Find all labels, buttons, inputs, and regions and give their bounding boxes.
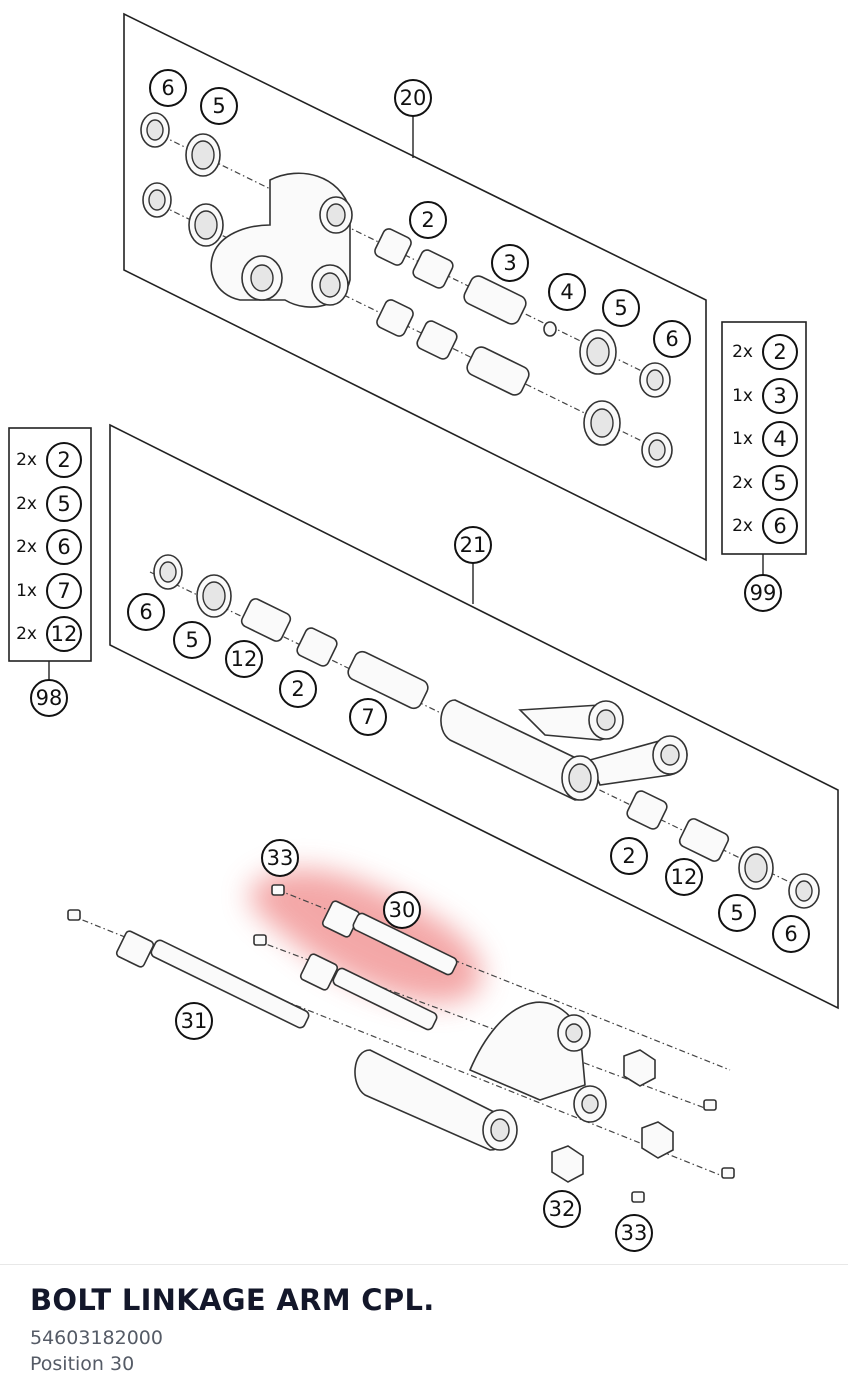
callout-5[interactable]: 5 xyxy=(602,289,640,327)
kit-98-qty-1: 2x xyxy=(16,450,37,470)
callout-98[interactable]: 98 xyxy=(30,679,68,717)
kit-98-part-3: 6 xyxy=(46,529,82,565)
kit-99-qty-5: 2x xyxy=(732,516,753,536)
svg-text:33: 33 xyxy=(267,846,294,870)
svg-text:7: 7 xyxy=(57,579,70,603)
kit-98-part-2: 5 xyxy=(46,486,82,522)
svg-text:2: 2 xyxy=(773,340,786,364)
svg-text:5: 5 xyxy=(57,492,70,516)
svg-text:2: 2 xyxy=(421,208,434,232)
callout-5[interactable]: 5 xyxy=(718,894,756,932)
part-number: 54603182000 xyxy=(30,1327,163,1349)
callout-4[interactable]: 4 xyxy=(548,273,586,311)
svg-text:7: 7 xyxy=(361,705,374,729)
svg-text:30: 30 xyxy=(389,898,416,922)
callout-2[interactable]: 2 xyxy=(610,837,648,875)
callout-3[interactable]: 3 xyxy=(491,244,529,282)
kit-98-qty-4: 1x xyxy=(16,581,37,601)
kit-99-part-3: 4 xyxy=(762,421,798,457)
callout-2[interactable]: 2 xyxy=(279,670,317,708)
callout-12[interactable]: 12 xyxy=(225,640,263,678)
panel-21 xyxy=(109,423,839,1010)
part-info-footer: BOLT LINKAGE ARM CPL. 54603182000 Positi… xyxy=(0,1264,848,1391)
svg-text:4: 4 xyxy=(773,427,786,451)
svg-text:12: 12 xyxy=(231,647,258,671)
svg-text:5: 5 xyxy=(730,901,743,925)
kit-99-qty-1: 2x xyxy=(732,342,753,362)
kit-99-qty-3: 1x xyxy=(732,429,753,449)
svg-text:98: 98 xyxy=(36,686,63,710)
svg-text:2: 2 xyxy=(57,448,70,472)
svg-text:6: 6 xyxy=(161,76,174,100)
svg-text:6: 6 xyxy=(665,327,678,351)
panel-20 xyxy=(123,12,707,562)
svg-text:5: 5 xyxy=(212,94,225,118)
svg-text:99: 99 xyxy=(750,581,777,605)
svg-text:12: 12 xyxy=(51,622,78,646)
exploded-parts-diagram: 2x 2x 2x 1x 2x 2x 1x 1x 2x 2x 20 6 5 2 3… xyxy=(8,12,839,1252)
svg-text:5: 5 xyxy=(614,296,627,320)
svg-text:5: 5 xyxy=(185,628,198,652)
kit-98-qty-5: 2x xyxy=(16,624,37,644)
kit-98-part-1: 2 xyxy=(46,442,82,478)
callout-20[interactable]: 20 xyxy=(394,79,432,117)
callout-2[interactable]: 2 xyxy=(409,201,447,239)
part-title: BOLT LINKAGE ARM CPL. xyxy=(30,1283,435,1317)
kit-98-part-5: 12 xyxy=(46,616,82,652)
bottom-assembly xyxy=(67,884,735,1203)
callout-99[interactable]: 99 xyxy=(744,574,782,612)
svg-text:33: 33 xyxy=(621,1221,648,1245)
svg-text:6: 6 xyxy=(139,600,152,624)
svg-text:3: 3 xyxy=(503,251,516,275)
callout-33[interactable]: 33 xyxy=(261,839,299,877)
kit-99-part-4: 5 xyxy=(762,465,798,501)
svg-text:21: 21 xyxy=(460,533,487,557)
callout-7[interactable]: 7 xyxy=(349,698,387,736)
kit-99-qty-4: 2x xyxy=(732,473,753,493)
svg-text:31: 31 xyxy=(181,1009,208,1033)
callout-21[interactable]: 21 xyxy=(454,526,492,564)
callout-6[interactable]: 6 xyxy=(772,915,810,953)
callout-30[interactable]: 30 xyxy=(383,891,421,929)
kit-99-part-1: 2 xyxy=(762,334,798,370)
svg-text:32: 32 xyxy=(549,1197,576,1221)
callout-6[interactable]: 6 xyxy=(127,593,165,631)
callouts: 20 6 5 2 3 4 5 6 21 6 5 12 2 7 2 12 5 6 … xyxy=(30,69,810,1252)
callout-12[interactable]: 12 xyxy=(665,858,703,896)
svg-text:6: 6 xyxy=(773,514,786,538)
callout-31[interactable]: 31 xyxy=(175,1002,213,1040)
kit-99-part-2: 3 xyxy=(762,378,798,414)
part-position: Position 30 xyxy=(30,1353,135,1375)
highlight-position-30[interactable] xyxy=(249,868,483,1003)
svg-text:5: 5 xyxy=(773,471,786,495)
callout-5[interactable]: 5 xyxy=(173,621,211,659)
svg-text:4: 4 xyxy=(560,280,573,304)
svg-text:6: 6 xyxy=(57,535,70,559)
kit-98-qty-3: 2x xyxy=(16,537,37,557)
kit-99-qty-2: 1x xyxy=(732,386,753,406)
kit-98-qty-2: 2x xyxy=(16,494,37,514)
kit-99-part-5: 6 xyxy=(762,508,798,544)
callout-6[interactable]: 6 xyxy=(149,69,187,107)
kit-98-part-4: 7 xyxy=(46,573,82,609)
callout-32[interactable]: 32 xyxy=(543,1190,581,1228)
svg-text:3: 3 xyxy=(773,384,786,408)
callout-33[interactable]: 33 xyxy=(615,1214,653,1252)
svg-text:2: 2 xyxy=(622,844,635,868)
svg-text:2: 2 xyxy=(291,677,304,701)
callout-5[interactable]: 5 xyxy=(200,87,238,125)
svg-text:6: 6 xyxy=(784,922,797,946)
svg-text:20: 20 xyxy=(400,86,427,110)
svg-text:12: 12 xyxy=(671,865,698,889)
callout-6[interactable]: 6 xyxy=(653,320,691,358)
